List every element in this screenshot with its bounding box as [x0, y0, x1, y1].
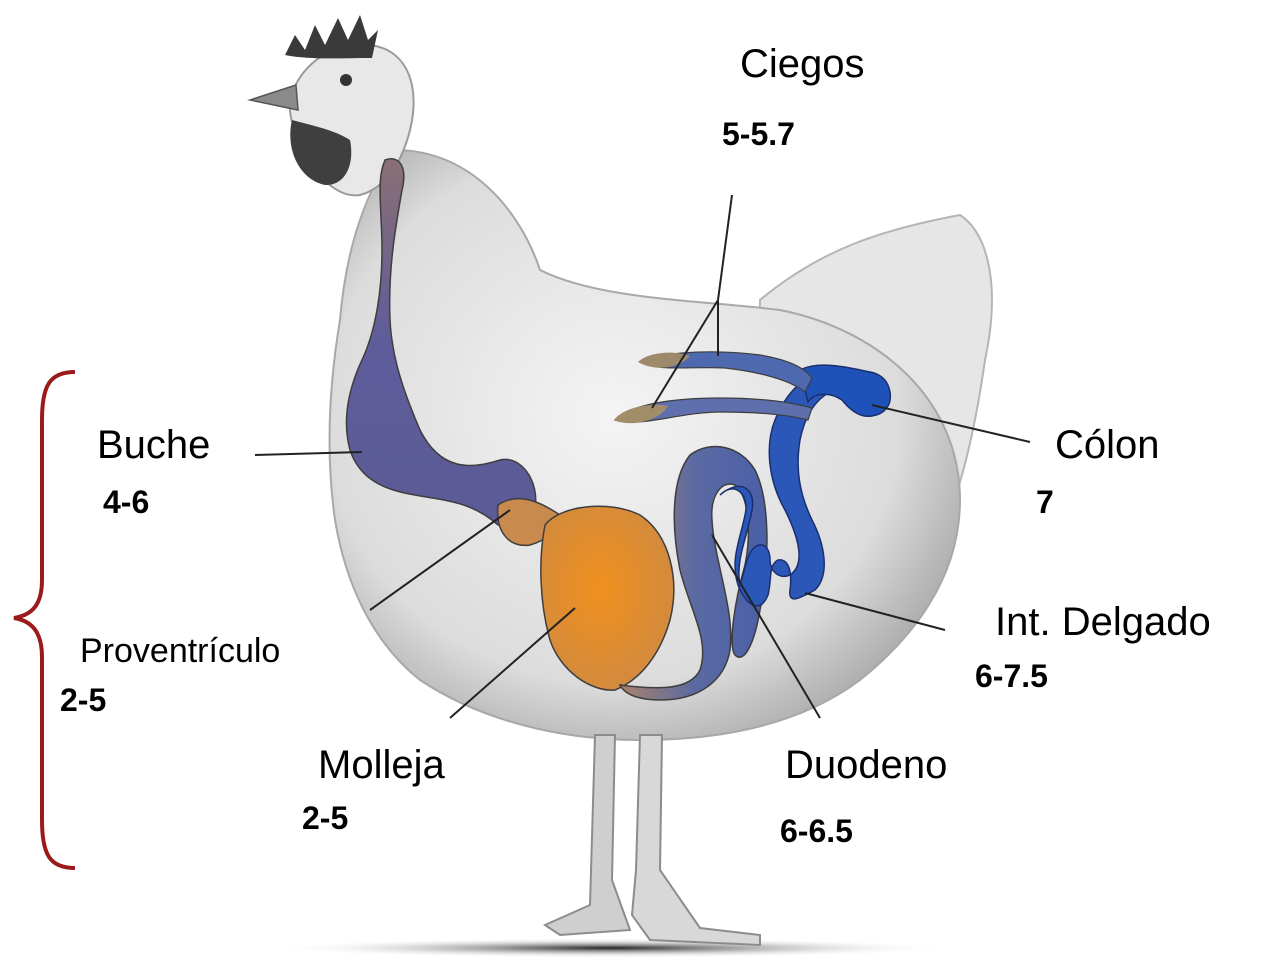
chicken-leg-right	[632, 735, 760, 945]
chicken-comb	[285, 15, 378, 58]
label-molleja: Molleja	[318, 745, 445, 785]
label-colon: Cólon	[1055, 425, 1160, 465]
leader-ciegos-stem	[718, 195, 732, 300]
chicken-beak	[250, 85, 298, 110]
label-int-delgado: Int. Delgado	[995, 602, 1211, 642]
label-buche: Buche	[97, 425, 210, 465]
value-int-delgado: 6-7.5	[975, 660, 1048, 692]
value-colon: 7	[1036, 486, 1054, 518]
grouping-brace	[14, 372, 75, 868]
value-molleja: 2-5	[302, 802, 348, 834]
value-proventriculo: 2-5	[60, 684, 106, 716]
label-duodeno: Duodeno	[785, 745, 947, 785]
ground-shadow	[270, 938, 950, 958]
label-ciegos: Ciegos	[740, 44, 865, 84]
label-proventriculo: Proventrículo	[80, 634, 280, 668]
value-duodeno: 6-6.5	[780, 815, 853, 847]
chicken-eye	[340, 74, 352, 86]
value-buche: 4-6	[103, 486, 149, 518]
chicken-leg-left	[545, 735, 630, 935]
value-ciegos: 5-5.7	[722, 118, 795, 150]
